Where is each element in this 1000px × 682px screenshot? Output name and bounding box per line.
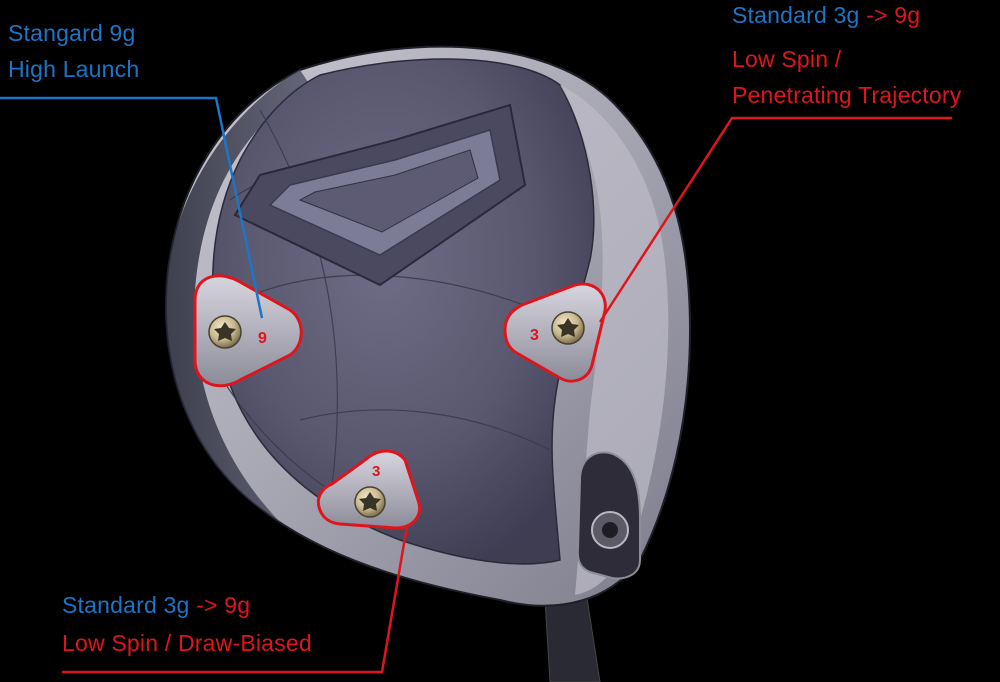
callout-bottom-effect: Low Spin / Draw-Biased: [62, 630, 312, 656]
weight-port-left: [193, 274, 303, 388]
port-marking-bottom: 3: [372, 463, 380, 480]
callout-left-effect: High Launch: [8, 56, 140, 82]
callout-left: Stangard 9g High Launch: [8, 18, 139, 84]
weight-port-right: [503, 282, 607, 383]
callout-bottom-standard: Standard 3g: [62, 592, 190, 618]
callout-right-change: -> 9g: [866, 2, 921, 28]
callout-bottom: Standard 3g -> 9g Low Spin / Draw-Biased: [62, 590, 312, 658]
leader-line-bottom: [62, 525, 409, 674]
crown-edge-band: [165, 70, 310, 522]
callout-bottom-change: -> 9g: [196, 592, 251, 618]
callout-right-standard: Standard 3g: [732, 2, 860, 28]
port-marking-left: 9: [258, 330, 267, 347]
callout-right: Standard 3g -> 9g Low Spin / Penetrating…: [732, 0, 961, 110]
leader-line-left: [0, 96, 264, 319]
callout-right-effect-line2: Penetrating Trajectory: [732, 82, 962, 108]
callout-left-standard: Stangard 9g: [8, 20, 136, 46]
chevron-emblem: [233, 103, 527, 287]
leader-line-right: [598, 116, 952, 323]
weight-port-bottom: [316, 449, 421, 530]
hosel-screw-icon: [576, 451, 641, 580]
port-marking-right: 3: [530, 327, 539, 344]
callout-right-effect-line1: Low Spin /: [732, 46, 842, 72]
